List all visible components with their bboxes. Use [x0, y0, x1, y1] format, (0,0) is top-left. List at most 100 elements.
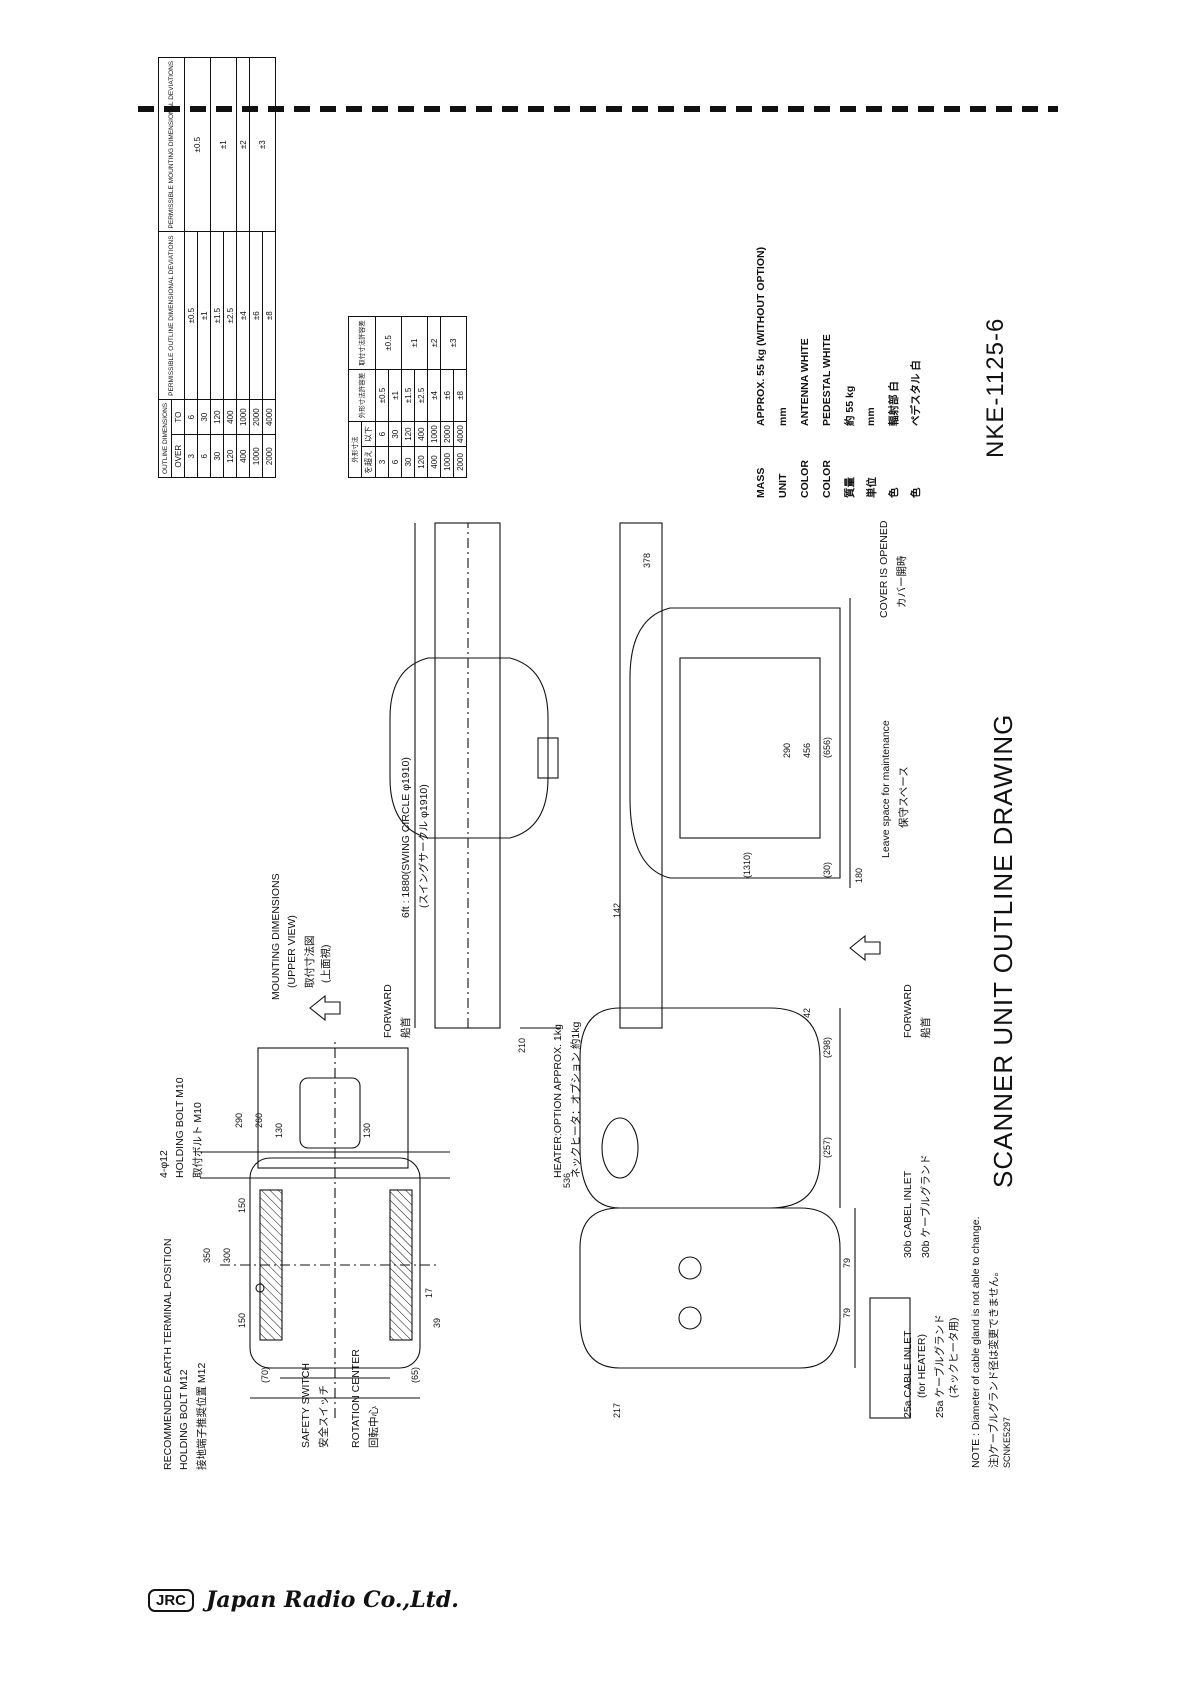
th-outline: OUTLINE DIMENSIONS [158, 399, 172, 478]
cell: ±3 [249, 57, 276, 232]
note-cable-30b: 30b CABEL INLET [902, 1170, 914, 1258]
forward-arrow-2 [849, 934, 881, 962]
note-cable-25a: 25a CABLE INLET [902, 1330, 914, 1418]
dim-79a: 79 [842, 1308, 852, 1318]
pedestal-side [629, 607, 841, 879]
cell: 2000 [262, 434, 276, 478]
dim-290-top: 290 [234, 1113, 244, 1128]
cell: ±2.5 [223, 231, 237, 400]
note-forward-ja-1: 船首 [400, 1017, 412, 1038]
cell: 2000 [249, 399, 263, 435]
note-maintenance-ja: 保守スペース [898, 766, 910, 828]
spec-key: MASS [755, 467, 767, 498]
earth-terminal [255, 1283, 265, 1293]
note-holding-bolt-m12: HOLDING BOLT M12 [178, 1369, 190, 1470]
cell: 6 [197, 434, 211, 478]
cell: ±2 [427, 316, 441, 370]
cell: 2000 [440, 421, 454, 447]
cell: 30 [210, 434, 224, 478]
cell: ±1 [210, 57, 237, 232]
dim-260: 260 [254, 1113, 264, 1128]
th-to-ja: 以下 [361, 421, 376, 447]
cable-inlet-30b [678, 1256, 702, 1280]
cell: ±4 [236, 231, 250, 400]
cell: 6 [388, 446, 402, 478]
note-holding-bolt-m12-ja: 接地端子推奨位置 M12 [196, 1362, 208, 1470]
cell: ±1 [401, 316, 428, 370]
mount-inner [299, 1077, 361, 1149]
cell: 6 [184, 399, 198, 435]
pedestal-top [389, 657, 549, 839]
th-over: OVER [171, 434, 185, 478]
antenna-side [619, 522, 663, 1029]
cell: ±1 [388, 369, 402, 422]
cell: ±4 [427, 369, 441, 422]
dim-290: 290 [782, 743, 792, 758]
dim-30: (30) [822, 862, 832, 878]
dim-210: 210 [517, 1038, 527, 1053]
th-mount-dev: PERMISSIBLE MOUNTING DIMENSIONAL DEVIATI… [158, 57, 185, 232]
note-mounting-dims: MOUNTING DIMENSIONS [270, 873, 282, 1000]
dim-150a: 150 [237, 1313, 247, 1328]
cell: 3 [375, 446, 389, 478]
dim-456: 456 [802, 743, 812, 758]
dim-65: (65) [410, 1367, 420, 1383]
cell: ±0.5 [375, 369, 389, 422]
note-cable-30b-ja: 30b ケーブルグランド [920, 1154, 932, 1258]
dim-300: 300 [222, 1248, 232, 1263]
cell: ±2 [236, 57, 250, 232]
cell: 6 [375, 421, 389, 447]
spec-value: 約 55 kg [843, 385, 856, 426]
note-forward-1: FORWARD [382, 984, 394, 1038]
dim-17: 17 [424, 1288, 434, 1298]
note-safety-switch: SAFETY SWITCH [300, 1363, 312, 1448]
cell: 1000 [427, 421, 441, 447]
dim-142: 142 [612, 903, 622, 918]
dim-79b: 79 [842, 1258, 852, 1268]
dim-378: 378 [642, 553, 652, 568]
cell: ±1.5 [401, 369, 415, 422]
th-over-ja: を超え [361, 446, 376, 478]
note-rotation-center-ja: 回転中心 [368, 1406, 380, 1448]
cell: ±1 [197, 231, 211, 400]
spec-key: 色 [887, 487, 900, 499]
spec-key: 質量 [843, 477, 856, 498]
note-forward-2: FORWARD [902, 984, 914, 1038]
spec-row: 質量 約 55 kg [838, 186, 860, 498]
rear-view [579, 1207, 841, 1369]
mount-frame [257, 1047, 409, 1169]
dim-130a: 130 [274, 1123, 284, 1138]
cell: 120 [210, 399, 224, 435]
cell: 3 [184, 434, 198, 478]
note-swing-circle: 6ft : 1880(SWING CIRCLE φ1910) [400, 757, 412, 918]
note-cable-25a-ja: 25a ケーブルグランド [934, 1314, 946, 1418]
note-maintenance: Leave space for maintenance [880, 720, 892, 858]
note-cover-opened: COVER IS OPENED [878, 520, 890, 618]
dim-350: 350 [202, 1248, 212, 1263]
cell: 4000 [262, 399, 276, 435]
note-upper-view-ja: (上面視) [320, 944, 332, 984]
th-outline-dev-ja: 外形寸法許容差 [348, 369, 376, 422]
note-cable-25a-ja-sub: (ネックヒータ用) [948, 1317, 960, 1399]
cell: 4000 [453, 421, 467, 447]
cell: 1000 [236, 399, 250, 435]
cell: ±8 [453, 369, 467, 422]
dim-536: 536 [562, 1173, 572, 1188]
top-dashed-rule [138, 106, 1058, 112]
cell: 400 [427, 446, 441, 478]
cell: ±6 [440, 369, 454, 422]
cell: 400 [223, 399, 237, 435]
th-mount-dev-ja: 取付寸法許容差 [348, 316, 376, 370]
spec-row: COLOR ANTENNA WHITE [794, 186, 816, 498]
th-outline-dev: PERMISSIBLE OUTLINE DIMENSIONAL DEVIATIO… [158, 231, 185, 400]
spec-value: ANTENNA WHITE [799, 338, 811, 426]
spec-key: COLOR [799, 460, 811, 498]
cell: 120 [414, 446, 428, 478]
note-holding-bolt-m10-ja: 取付ボルト M10 [192, 1102, 204, 1178]
cell: 2000 [453, 446, 467, 478]
dim-656: (656) [822, 737, 832, 758]
